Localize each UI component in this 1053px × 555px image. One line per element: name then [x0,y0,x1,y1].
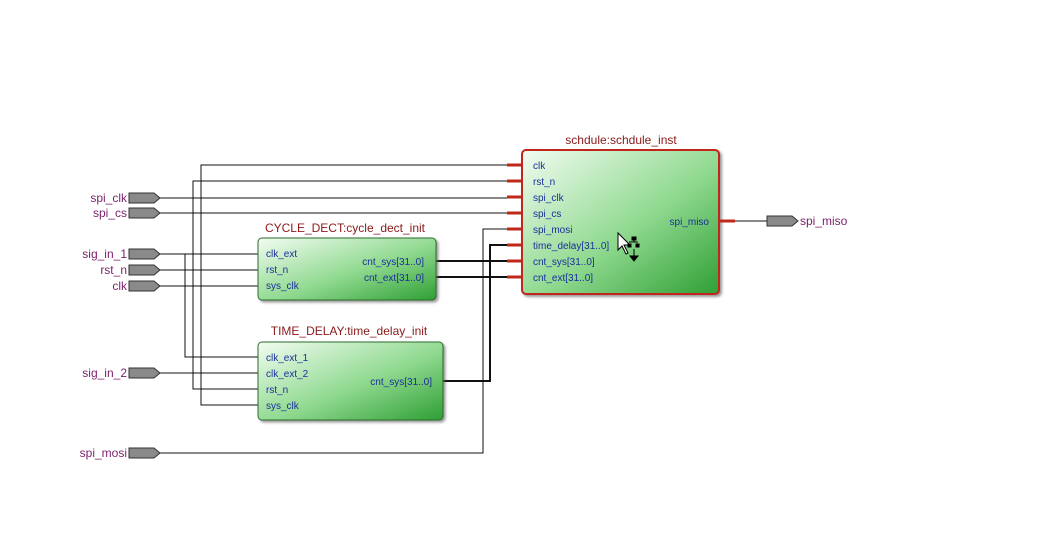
port-sch-spi-cs[interactable]: spi_cs [533,209,561,220]
pin-label-sig-in-1: sig_in_1 [82,247,127,261]
pin-label-spi-cs: spi_cs [93,206,127,220]
pin-sig-in-2[interactable]: sig_in_2 [82,366,161,380]
block-body-cycle-dect [257,237,437,301]
pin-label-rst-n: rst_n [100,263,127,277]
pin-spi-mosi[interactable]: spi_mosi [80,446,161,460]
pin-sig-in-1[interactable]: sig_in_1 [82,247,161,261]
port-sch-clk[interactable]: clk [533,161,546,172]
port-time-rst-n[interactable]: rst_n [266,385,288,396]
block-cycle-dect[interactable]: CYCLE_DECT:cycle_dect_init clk_ext rst_n… [257,221,437,301]
port-sch-cnt-ext[interactable]: cnt_ext[31..0] [533,273,593,284]
pin-label-spi-mosi: spi_mosi [80,446,127,460]
pin-rst-n[interactable]: rst_n [100,263,161,277]
port-sch-time-delay[interactable]: time_delay[31..0] [533,241,609,252]
wire-spi-mosi[interactable] [158,228,510,454]
port-cycle-rst-n[interactable]: rst_n [266,265,288,276]
pin-label-spi-clk: spi_clk [90,191,128,205]
wire-sig-in-1[interactable] [158,253,258,358]
port-sch-spi-clk[interactable]: spi_clk [533,193,565,204]
port-sch-cnt-sys[interactable]: cnt_sys[31..0] [533,257,595,268]
wire-rst-n[interactable] [158,180,510,390]
port-time-sys-clk[interactable]: sys_clk [266,401,300,412]
bus-time-delay[interactable] [443,244,510,382]
block-title-time-delay: TIME_DELAY:time_delay_init [271,324,428,338]
port-time-cnt-sys[interactable]: cnt_sys[31..0] [370,377,432,388]
hierarchy-icon [627,236,640,262]
port-time-clk-ext-1[interactable]: clk_ext_1 [266,353,309,364]
wire-clk[interactable] [158,164,510,406]
port-sch-spi-mosi[interactable]: spi_mosi [533,225,572,236]
pin-label-clk: clk [112,279,128,293]
pin-clk[interactable]: clk [112,279,161,293]
schdule-port-stubs [507,163,735,279]
port-time-clk-ext-2[interactable]: clk_ext_2 [266,369,309,380]
block-title-schdule: schdule:schdule_inst [565,133,677,147]
pin-label-sig-in-2: sig_in_2 [82,366,127,380]
port-cycle-sys-clk[interactable]: sys_clk [266,281,300,292]
wires [158,164,767,454]
port-sch-rst-n[interactable]: rst_n [533,177,555,188]
port-cycle-cnt-ext[interactable]: cnt_ext[31..0] [364,273,424,284]
port-cycle-clk-ext[interactable]: clk_ext [266,249,297,260]
port-cycle-cnt-sys[interactable]: cnt_sys[31..0] [362,257,424,268]
pin-label-spi-miso: spi_miso [800,214,848,228]
block-time-delay[interactable]: TIME_DELAY:time_delay_init clk_ext_1 clk… [257,324,444,421]
pin-spi-clk[interactable]: spi_clk [90,191,161,205]
block-title-cycle-dect: CYCLE_DECT:cycle_dect_init [265,221,426,235]
block-body-time-delay [257,341,444,421]
port-sch-spi-miso[interactable]: spi_miso [670,217,710,228]
pin-spi-cs[interactable]: spi_cs [93,206,161,220]
input-pins: spi_clk spi_cs sig_in_1 rst_n clk sig_in… [80,191,161,460]
block-schdule[interactable]: schdule:schdule_inst clk rst_n spi_clk s… [507,133,735,295]
pin-spi-miso[interactable]: spi_miso [766,214,848,228]
